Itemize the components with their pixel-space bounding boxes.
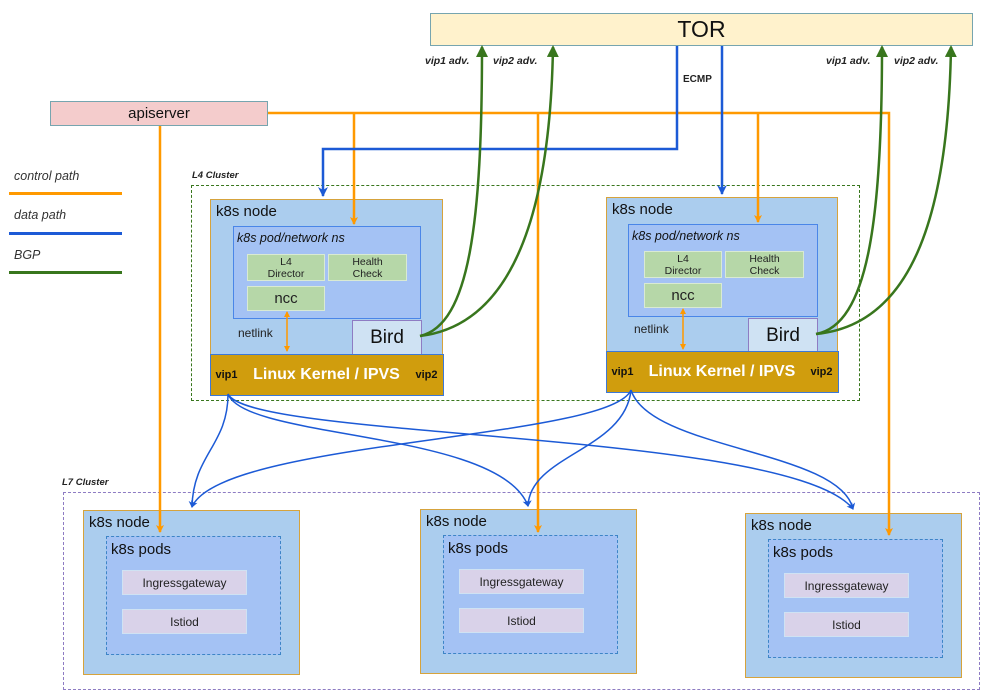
apiserver-label: apiserver [128, 105, 190, 122]
ingressgateway-pod: Ingressgateway [122, 570, 247, 595]
data-path-tor-to-l4-node-1 [318, 46, 679, 197]
health-check-box: Health Check [328, 254, 407, 281]
pods-label: k8s pods [773, 544, 834, 561]
legend-bgp-line [9, 271, 122, 274]
ingressgateway-pod: Ingressgateway [459, 569, 584, 594]
data-path-l4n2-to-l7n2 [524, 389, 632, 507]
kernel-label: Linux Kernel / IPVS [253, 366, 400, 383]
l4-director-box: L4 Director [644, 251, 722, 278]
netlink-label: netlink [634, 322, 669, 336]
l7-cluster-label: L7 Cluster [62, 477, 109, 488]
linux-kernel-ipvs-bar: vip1 Linux Kernel / IPVS vip2 [605, 351, 839, 393]
tor-switch: TOR [430, 13, 973, 46]
bgp-label-left-vip1: vip1 adv. [425, 55, 470, 67]
bird-bgp-daemon: Bird [352, 320, 422, 355]
l4-node-title: k8s node [216, 203, 277, 220]
ingressgateway-pod: Ingressgateway [784, 573, 909, 598]
pod-network-namespace: k8s pod/network ns L4 Director Health Ch… [628, 224, 818, 317]
pod-ns-label: k8s pod/network ns [632, 229, 740, 243]
legend-control-path-label: control path [14, 169, 80, 183]
ncc-box: ncc [644, 283, 722, 308]
linux-kernel-ipvs-bar: vip1 Linux Kernel / IPVS vip2 [209, 354, 444, 396]
l4-director-box: L4 Director [247, 254, 325, 281]
istiod-pod: Istiod [122, 609, 247, 634]
data-path-l4n2-to-l7n1 [191, 389, 632, 508]
bgp-label-right-vip2: vip2 adv. [894, 55, 939, 67]
ncc-box: ncc [247, 286, 325, 311]
legend-control-path-line [9, 192, 122, 195]
legend-data-path-line [9, 232, 122, 235]
vip2-label: vip2 [810, 366, 833, 378]
istiod-pod: Istiod [784, 612, 909, 637]
pod-ns-label: k8s pod/network ns [237, 231, 345, 245]
pod-network-namespace: k8s pod/network ns L4 Director Health Ch… [233, 226, 421, 319]
l7-node-title: k8s node [751, 517, 812, 534]
apiserver-box: apiserver [50, 101, 268, 126]
pods-label: k8s pods [448, 540, 509, 557]
health-check-box: Health Check [725, 251, 804, 278]
istiod-pod: Istiod [459, 608, 584, 633]
tor-label: TOR [677, 16, 726, 42]
k8s-pods-group: k8s pods Ingressgateway Istiod [106, 536, 281, 655]
l4-cluster-label: L4 Cluster [192, 170, 239, 181]
l4-node-title: k8s node [612, 201, 673, 218]
bgp-label-left-vip2: vip2 adv. [493, 55, 538, 67]
k8s-pods-group: k8s pods Ingressgateway Istiod [768, 539, 943, 658]
l4-node-2: k8s node k8s pod/network ns L4 Director … [605, 197, 839, 393]
ecmp-label: ECMP [683, 74, 712, 85]
l7-node-3: k8s node k8s pods Ingressgateway Istiod [745, 513, 962, 678]
l7-node-title: k8s node [89, 514, 150, 531]
l4-node-1: k8s node k8s pod/network ns L4 Director … [209, 199, 444, 396]
pods-label: k8s pods [111, 541, 172, 558]
l7-node-title: k8s node [426, 513, 487, 530]
l7-node-2: k8s node k8s pods Ingressgateway Istiod [420, 509, 637, 674]
legend-data-path-label: data path [14, 208, 67, 222]
netlink-label: netlink [238, 326, 273, 340]
vip1-label: vip1 [611, 366, 634, 378]
legend-bgp-label: BGP [14, 248, 41, 262]
bgp-label-right-vip1: vip1 adv. [826, 55, 871, 67]
vip1-label: vip1 [215, 369, 238, 381]
data-path-l4n1-to-l7n2 [227, 393, 530, 507]
kernel-label: Linux Kernel / IPVS [648, 363, 796, 380]
vip2-label: vip2 [415, 369, 438, 381]
bird-bgp-daemon: Bird [748, 318, 818, 353]
k8s-pods-group: k8s pods Ingressgateway Istiod [443, 535, 618, 654]
data-path-l4n1-to-l7n1 [188, 393, 229, 508]
l7-node-1: k8s node k8s pods Ingressgateway Istiod [83, 510, 300, 675]
